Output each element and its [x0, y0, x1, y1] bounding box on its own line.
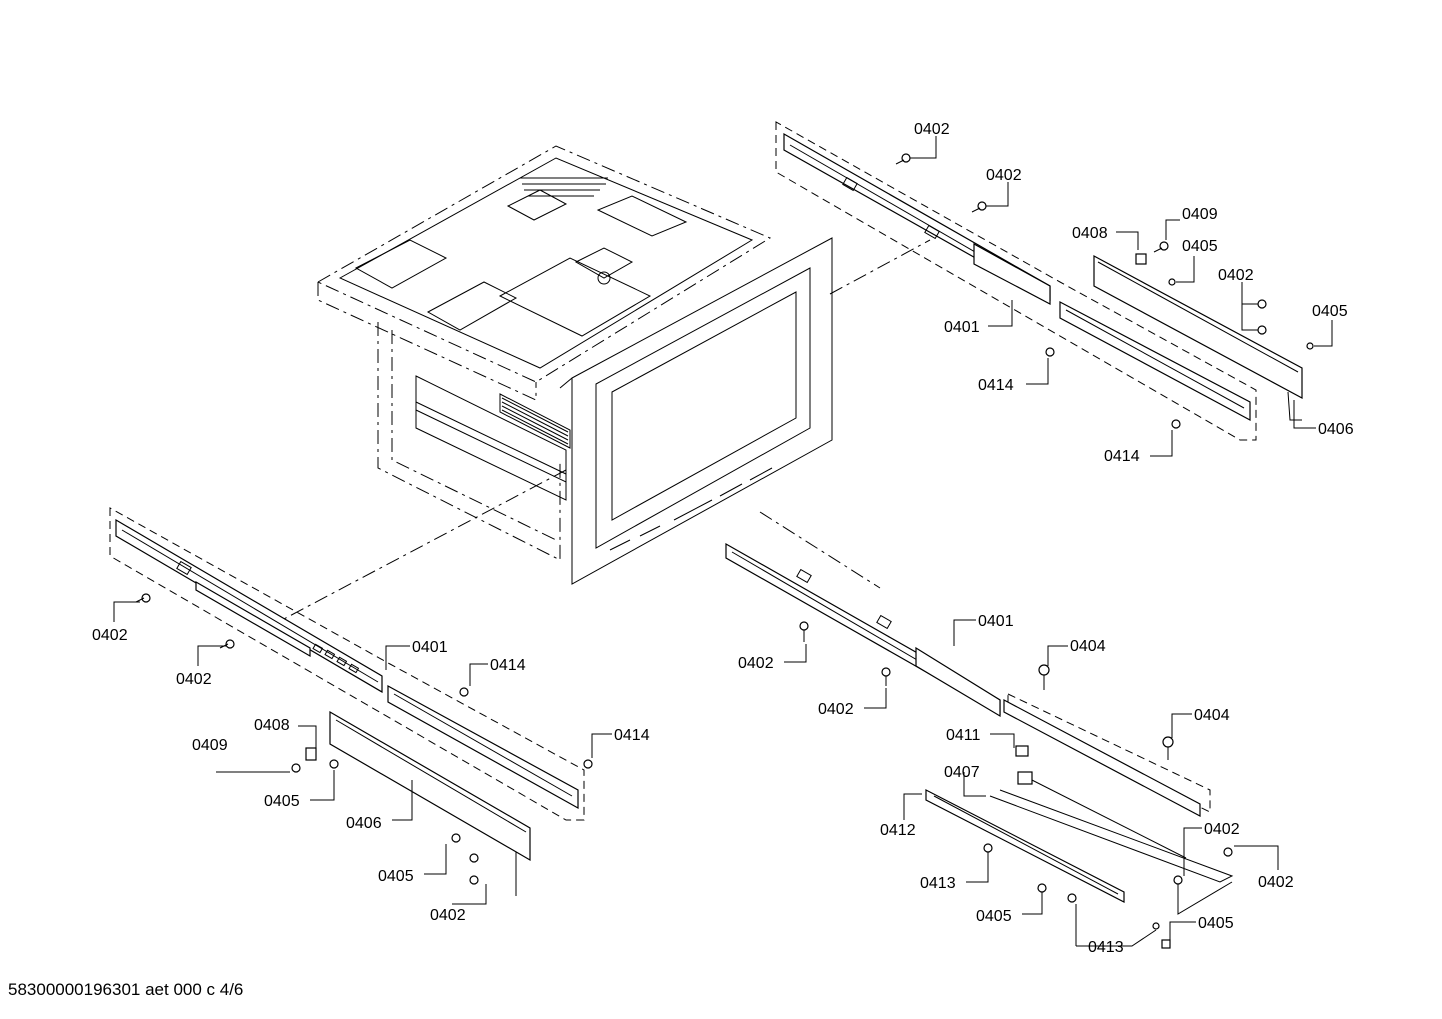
label-0402: 0402 — [914, 121, 950, 138]
label-0409: 0409 — [1182, 206, 1218, 223]
label-0402: 0402 — [92, 627, 128, 644]
label-0408: 0408 — [1072, 225, 1108, 242]
rail-assembly-bottom-right — [725, 542, 1234, 949]
label-0413: 0413 — [920, 875, 956, 892]
label-0405: 0405 — [1182, 238, 1218, 255]
label-0405: 0405 — [264, 793, 300, 810]
bottom-vents — [609, 467, 773, 551]
label-0402: 0402 — [1204, 821, 1240, 838]
label-0404: 0404 — [1070, 638, 1106, 655]
rail-slots — [312, 643, 360, 674]
label-0411: 0411 — [946, 727, 981, 744]
rail-assembly-bottom-left — [109, 507, 593, 896]
label-0414: 0414 — [978, 377, 1014, 394]
label-0402: 0402 — [1218, 267, 1254, 284]
label-0409: 0409 — [192, 737, 228, 754]
label-0402: 0402 — [738, 655, 774, 672]
label-0405: 0405 — [378, 868, 414, 885]
document-reference: 58300000196301 aet 000 c 4/6 — [8, 980, 244, 999]
label-0414: 0414 — [1104, 448, 1140, 465]
label-0408: 0408 — [254, 717, 290, 734]
leader-lines — [113, 136, 1333, 947]
label-0413: 0413 — [1088, 939, 1124, 956]
label-0402: 0402 — [818, 701, 854, 718]
label-0414: 0414 — [614, 727, 650, 744]
screws-bottom-left — [135, 593, 593, 885]
label-0406: 0406 — [346, 815, 382, 832]
label-0405: 0405 — [976, 908, 1012, 925]
label-0402: 0402 — [1258, 874, 1294, 891]
part-labels: 0402 0402 0408 0409 0405 0402 0405 0401 … — [92, 121, 1354, 956]
screws-bottom-right — [799, 621, 1233, 949]
label-0402: 0402 — [430, 907, 466, 924]
label-0405: 0405 — [1312, 303, 1348, 320]
label-0401: 0401 — [978, 613, 1014, 630]
rack-0412 — [925, 789, 1125, 903]
screws-top-right — [895, 153, 1314, 429]
label-0404: 0404 — [1194, 707, 1230, 724]
side-vent-grille — [499, 393, 571, 449]
label-0412: 0412 — [880, 822, 916, 839]
label-0402: 0402 — [986, 167, 1022, 184]
label-0407: 0407 — [944, 764, 980, 781]
top-vent-grille — [520, 177, 608, 197]
label-0402: 0402 — [176, 671, 212, 688]
oven-cavity — [281, 145, 931, 621]
label-0401: 0401 — [944, 319, 980, 336]
label-0401: 0401 — [412, 639, 448, 656]
label-0414: 0414 — [490, 657, 526, 674]
label-0405: 0405 — [1198, 915, 1234, 932]
label-0406: 0406 — [1318, 421, 1354, 438]
rail-assembly-top-right — [775, 121, 1314, 441]
